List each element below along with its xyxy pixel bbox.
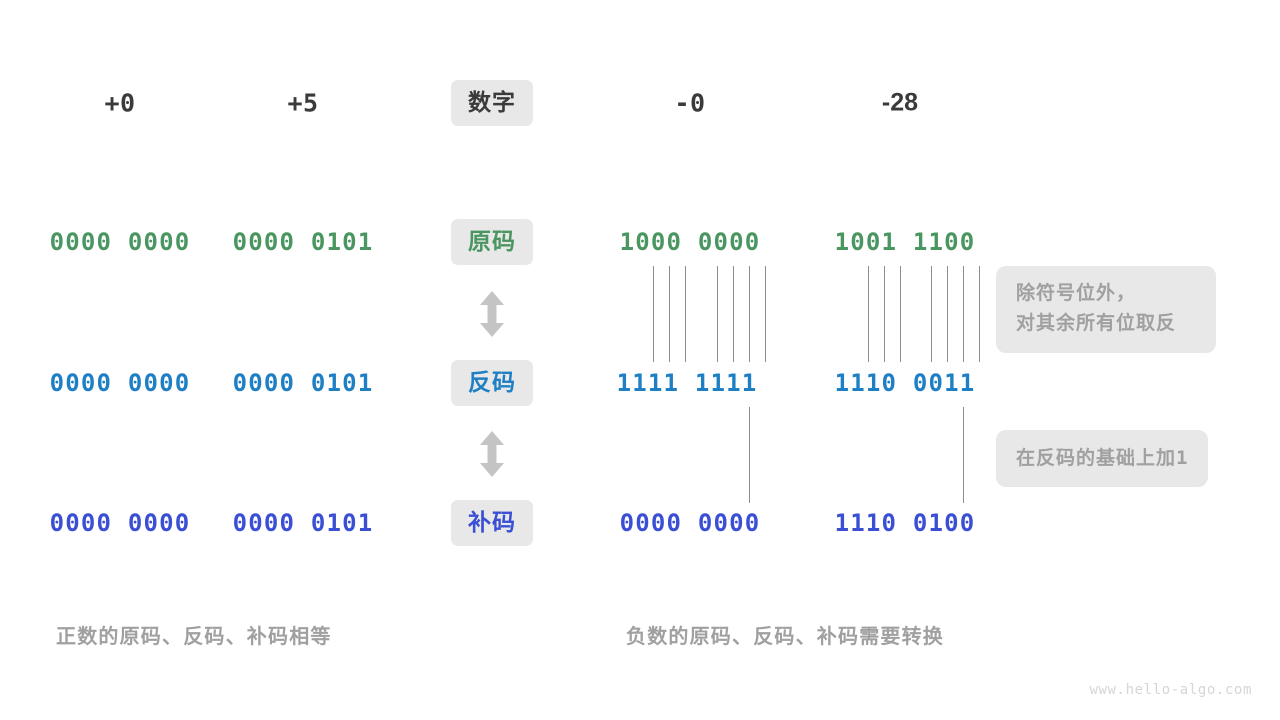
connector-line-neg-zero-bit8 bbox=[765, 266, 766, 362]
connector-line-neg-twentyeight-bit3 bbox=[884, 266, 885, 362]
connector-line-neg-twentyeight-bit7 bbox=[963, 266, 964, 362]
note-invert-bits-line1: 除符号位外， bbox=[1016, 283, 1137, 304]
note-add-one-value: 1 bbox=[1176, 447, 1189, 469]
value-sign-magnitude-neg-twentyeight: 1001 1100 bbox=[834, 228, 976, 256]
note-invert-bits: 除符号位外， 对其余所有位取反 bbox=[996, 266, 1216, 353]
connector-line-addone-neg-twentyeight bbox=[963, 407, 964, 503]
note-add-one-label: 在反码的基础上加 bbox=[1016, 448, 1177, 469]
value-twos-complement-pos-five: 0000 0101 bbox=[232, 509, 374, 537]
row-badge-sign-magnitude: 原码 bbox=[451, 219, 533, 265]
value-ones-complement-neg-twentyeight: 1110 0011 bbox=[834, 369, 976, 397]
connector-line-neg-twentyeight-bit4 bbox=[900, 266, 901, 362]
updown-arrow-icon-sign-to-ones bbox=[479, 291, 505, 337]
watermark: www.hello-algo.com bbox=[1089, 682, 1252, 698]
connector-line-neg-twentyeight-bit6 bbox=[947, 266, 948, 362]
connector-line-neg-zero-bit7 bbox=[749, 266, 750, 362]
value-ones-complement-pos-zero: 0000 0000 bbox=[49, 369, 191, 397]
connector-line-neg-zero-bit3 bbox=[669, 266, 670, 362]
connector-line-addone-neg-zero bbox=[749, 407, 750, 503]
header-label-pos-zero: +0 bbox=[104, 88, 136, 118]
caption-negative: 负数的原码、反码、补码需要转换 bbox=[626, 626, 944, 648]
row-badge-ones-complement: 反码 bbox=[451, 360, 533, 406]
value-sign-magnitude-neg-zero: 1000 0000 bbox=[619, 228, 761, 256]
connector-line-neg-twentyeight-bit8 bbox=[979, 266, 980, 362]
connector-line-neg-zero-bit6 bbox=[733, 266, 734, 362]
connector-line-neg-zero-bit4 bbox=[685, 266, 686, 362]
value-twos-complement-pos-zero: 0000 0000 bbox=[49, 509, 191, 537]
row-badge-twos-complement: 补码 bbox=[451, 500, 533, 546]
connector-line-neg-twentyeight-bit5 bbox=[931, 266, 932, 362]
header-label-pos-five: +5 bbox=[287, 88, 319, 118]
connector-line-neg-zero-bit5 bbox=[717, 266, 718, 362]
value-twos-complement-neg-zero: 0000 0000 bbox=[619, 509, 761, 537]
note-add-one: 在反码的基础上加1 bbox=[996, 430, 1209, 488]
value-twos-complement-neg-twentyeight: 1110 0100 bbox=[834, 509, 976, 537]
updown-arrow-icon-ones-to-twos bbox=[479, 431, 505, 477]
header-label-neg-zero: -0 bbox=[674, 88, 706, 118]
header-badge-number: 数字 bbox=[451, 80, 533, 126]
value-sign-magnitude-pos-five: 0000 0101 bbox=[232, 228, 374, 256]
value-ones-complement-neg-zero: 1111 1111 bbox=[616, 369, 758, 397]
value-ones-complement-pos-five: 0000 0101 bbox=[232, 369, 374, 397]
connector-line-neg-twentyeight-bit2 bbox=[868, 266, 869, 362]
header-label-neg-twentyeight: -28 bbox=[881, 88, 919, 117]
connector-line-neg-zero-bit2 bbox=[653, 266, 654, 362]
caption-positive: 正数的原码、反码、补码相等 bbox=[56, 626, 332, 648]
value-sign-magnitude-pos-zero: 0000 0000 bbox=[49, 228, 191, 256]
note-invert-bits-line2: 对其余所有位取反 bbox=[1016, 313, 1177, 335]
